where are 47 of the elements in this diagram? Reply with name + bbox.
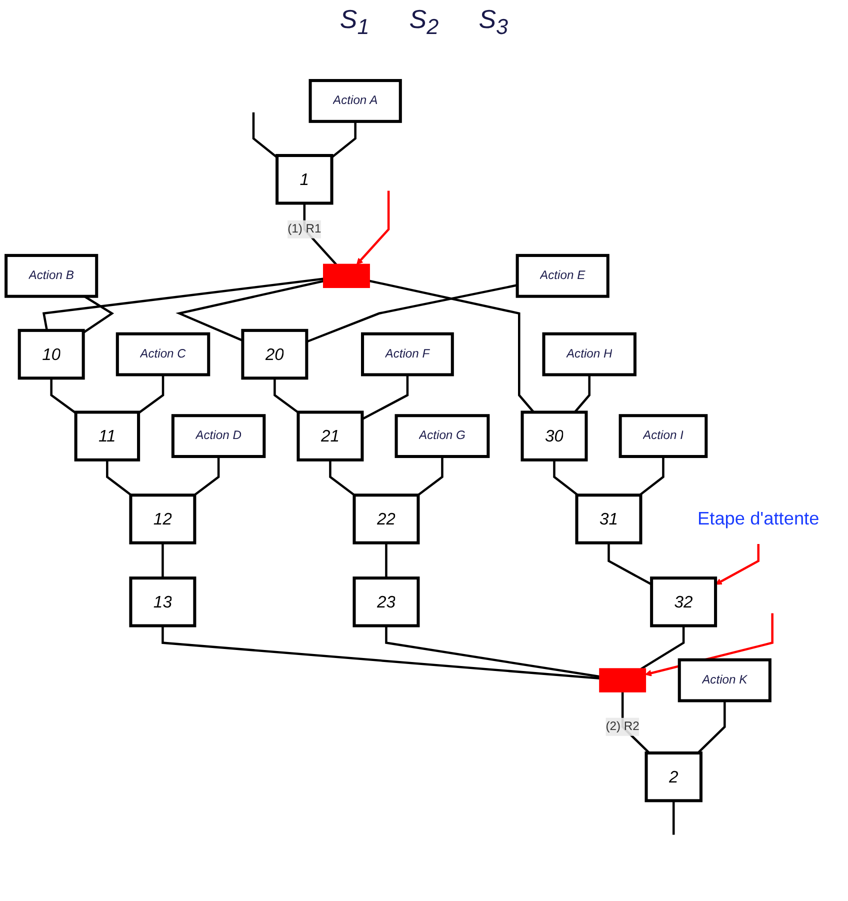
connector: [638, 456, 664, 496]
node-box: 2: [644, 752, 702, 802]
node-bar: [599, 668, 646, 693]
connector: [697, 700, 726, 754]
node-box: 12: [129, 494, 196, 545]
connector: [640, 626, 685, 670]
node-box: 11: [74, 410, 140, 462]
arrow: [715, 544, 760, 585]
connector: [252, 112, 278, 158]
arrow: [356, 190, 390, 266]
node-box: 32: [650, 576, 718, 628]
node-box: 1: [276, 154, 334, 205]
node-box: 13: [129, 576, 196, 628]
connector: [306, 284, 518, 343]
connector: [417, 456, 444, 496]
connector: [138, 374, 164, 414]
connector: [385, 626, 600, 678]
node-box: 23: [352, 576, 420, 628]
connector: [385, 543, 388, 578]
connector: [50, 378, 76, 414]
connector: [362, 374, 409, 420]
connector: [331, 122, 356, 158]
node-box: 20: [241, 329, 308, 380]
connector: [162, 626, 600, 680]
node-box: 30: [520, 410, 588, 462]
node-box: 10: [18, 329, 85, 380]
node-box: 21: [296, 410, 364, 462]
connector: [162, 543, 164, 578]
node-box: 22: [352, 494, 420, 545]
connector: [672, 800, 675, 835]
node-text: Etape d'attente: [698, 508, 820, 530]
connector: [194, 456, 220, 496]
edge-label: (2) R2: [606, 720, 640, 734]
connector: [274, 378, 299, 414]
connector: [106, 460, 132, 496]
connector: [553, 460, 578, 496]
sequence-label: S$_{2}$: [409, 4, 439, 40]
node-box: 31: [575, 494, 642, 545]
connector: [42, 278, 324, 331]
edge-label: (1) R1: [288, 222, 322, 236]
connector: [608, 543, 652, 586]
sequence-label: S$_{1}$: [340, 4, 370, 40]
sequence-label: S$_{3}$: [478, 4, 508, 40]
node-bar: [323, 264, 370, 288]
connector: [176, 280, 324, 342]
connector: [574, 374, 590, 414]
connector: [329, 460, 356, 496]
